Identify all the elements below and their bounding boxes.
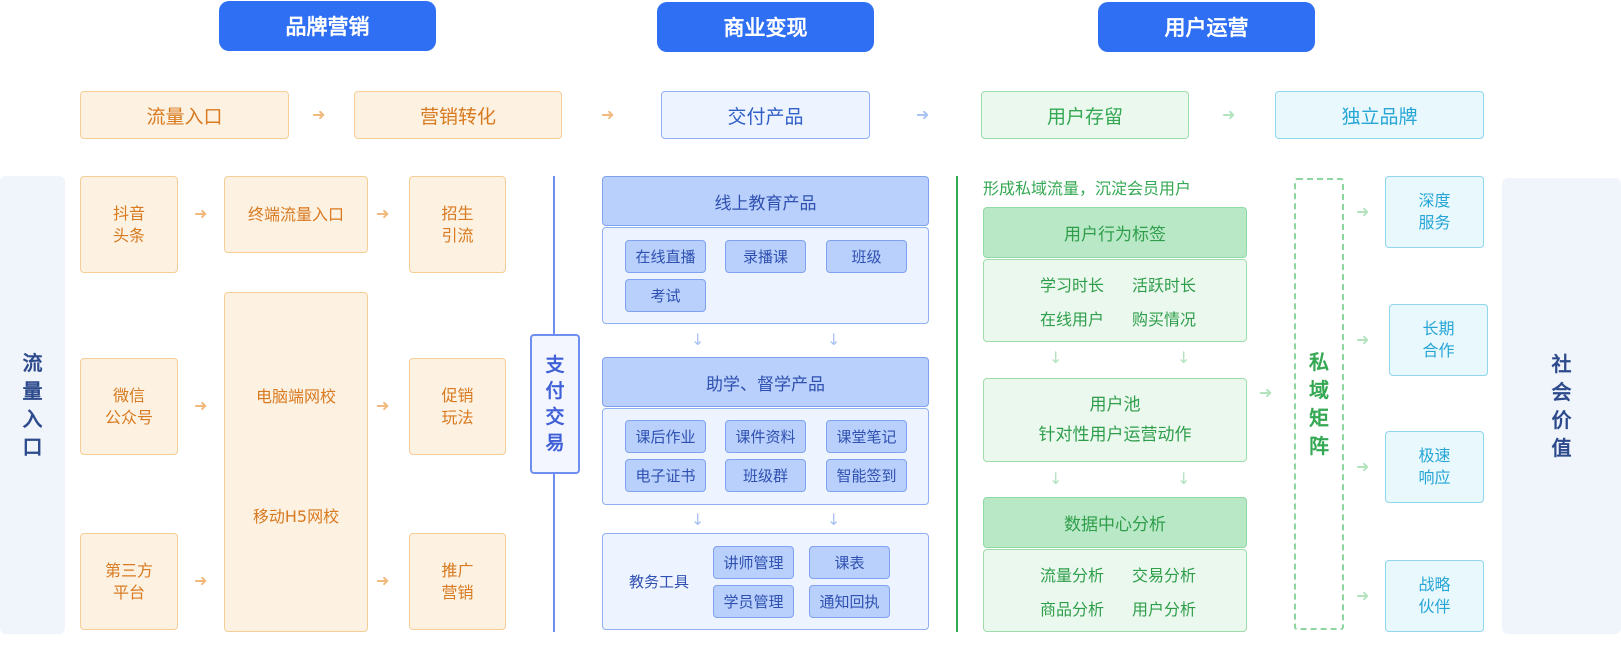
- web-school-block: 电脑端网校 移动H5网校: [224, 292, 368, 632]
- admin-tools-label: 教务工具: [628, 573, 689, 591]
- chip-notice-receipt: 通知回执: [809, 585, 890, 618]
- header-commerce: 商业变现: [657, 2, 874, 52]
- arrow-right-icon: ➜: [1356, 330, 1370, 349]
- analysis-traffic: 流量分析: [1039, 566, 1104, 585]
- analysis-user: 用户分析: [1131, 600, 1196, 619]
- arrow-down-icon: ↓: [691, 330, 705, 349]
- analysis-product: 商品分析: [1039, 600, 1104, 619]
- arrow-down-icon: ↓: [827, 330, 841, 349]
- chip-class-group: 班级群: [725, 459, 806, 492]
- arrow-right-icon: ➜: [312, 105, 326, 124]
- online-products-title: 线上教育产品: [602, 176, 929, 226]
- header-user-ops: 用户运营: [1098, 2, 1315, 52]
- payment-transaction-box: 支 付 交 易: [530, 334, 580, 474]
- arrow-down-icon: ↓: [1049, 348, 1063, 367]
- tag-online-users: 在线用户: [1039, 310, 1104, 329]
- source-wechat-official: 微信 公众号: [80, 358, 178, 455]
- behavior-tags-title: 用户行为标签: [983, 207, 1247, 258]
- private-domain-matrix: 私 域 矩 阵: [1294, 178, 1344, 630]
- user-pool-box: 用户池 针对性用户运营动作: [983, 378, 1247, 462]
- chip-live: 在线直播: [625, 240, 706, 273]
- source-douyin-toutiao: 抖音 头条: [80, 176, 178, 273]
- chip-class-notes: 课堂笔记: [826, 420, 907, 453]
- arrow-down-icon: ↓: [1177, 348, 1191, 367]
- arrow-right-icon: ➜: [194, 204, 208, 223]
- behavior-tags-body: 学习时长 活跃时长 在线用户 购买情况: [983, 259, 1247, 342]
- arrow-right-icon: ➜: [376, 396, 390, 415]
- admin-tools-box: 教务工具 讲师管理 课表 学员管理 通知回执: [602, 533, 929, 630]
- arrow-right-icon: ➜: [194, 571, 208, 590]
- chip-homework: 课后作业: [625, 420, 706, 453]
- arrow-down-icon: ↓: [1177, 469, 1191, 488]
- tag-purchase-status: 购买情况: [1131, 310, 1196, 329]
- arrow-down-icon: ↓: [691, 510, 705, 529]
- arrow-down-icon: ↓: [1049, 469, 1063, 488]
- arrow-right-icon: ➜: [601, 105, 615, 124]
- marketing-promotion: 促销 玩法: [409, 358, 506, 455]
- value-strategic-partner: 战略 伙伴: [1385, 560, 1484, 632]
- study-products-title: 助学、督学产品: [602, 357, 929, 407]
- pc-web-school-label: 电脑端网校: [255, 387, 336, 406]
- chip-exam: 考试: [625, 279, 706, 312]
- chip-timetable: 课表: [809, 546, 890, 579]
- chip-student-management: 学员管理: [713, 585, 794, 618]
- value-deep-service: 深度 服务: [1385, 176, 1484, 248]
- arrow-right-icon: ➜: [1356, 202, 1370, 221]
- chip-class: 班级: [826, 240, 907, 273]
- chip-certificate: 电子证书: [625, 459, 706, 492]
- data-center-title: 数据中心分析: [983, 497, 1247, 548]
- retention-caption: 形成私域流量，沉淀会员用户: [983, 179, 1192, 198]
- stage-traffic-entry: 流量入口: [80, 91, 289, 139]
- stage-delivery-product: 交付产品: [661, 91, 870, 139]
- data-center-body: 流量分析 交易分析 商品分析 用户分析: [983, 549, 1247, 632]
- arrow-right-icon: ➜: [376, 204, 390, 223]
- online-products-body: 在线直播 录播课 班级 考试: [602, 227, 929, 324]
- chip-courseware: 课件资料: [725, 420, 806, 453]
- marketing-extension: 推广 营销: [409, 533, 506, 630]
- source-third-party: 第三方 平台: [80, 533, 178, 630]
- marketing-enrollment: 招生 引流: [409, 176, 506, 273]
- terminal-traffic-entry: 终端流量入口: [224, 176, 368, 253]
- stage-marketing-conversion: 营销转化: [354, 91, 562, 139]
- arrow-right-icon: ➜: [916, 105, 930, 124]
- stage-independent-brand: 独立品牌: [1275, 91, 1484, 139]
- chip-teacher-management: 讲师管理: [713, 546, 794, 579]
- arrow-right-icon: ➜: [1222, 105, 1236, 124]
- side-label-traffic-entry: 流 量 入 口: [0, 176, 65, 634]
- user-pool-subtitle: 针对性用户运营动作: [1038, 425, 1192, 445]
- chip-recorded: 录播课: [725, 240, 806, 273]
- retention-divider-line: [956, 176, 958, 632]
- arrow-right-icon: ➜: [194, 396, 208, 415]
- user-pool-title: 用户池: [1089, 395, 1141, 415]
- arrow-right-icon: ➜: [376, 571, 390, 590]
- h5-web-school-label: 移动H5网校: [252, 507, 340, 526]
- value-fast-response: 极速 响应: [1385, 431, 1484, 503]
- arrow-right-icon: ➜: [1356, 457, 1370, 476]
- analysis-transaction: 交易分析: [1131, 566, 1196, 585]
- arrow-down-icon: ↓: [827, 510, 841, 529]
- arrow-right-icon: ➜: [1259, 383, 1273, 402]
- tag-study-time: 学习时长: [1039, 276, 1104, 295]
- value-long-term-cooperation: 长期 合作: [1389, 304, 1488, 376]
- header-brand-marketing: 品牌营销: [219, 1, 436, 51]
- stage-user-retention: 用户存留: [981, 91, 1189, 139]
- tag-active-time: 活跃时长: [1131, 276, 1196, 295]
- side-label-social-value: 社 会 价 值: [1502, 178, 1621, 634]
- chip-smart-checkin: 智能签到: [826, 459, 907, 492]
- arrow-right-icon: ➜: [1356, 586, 1370, 605]
- study-products-body: 课后作业 课件资料 课堂笔记 电子证书 班级群 智能签到: [602, 408, 929, 505]
